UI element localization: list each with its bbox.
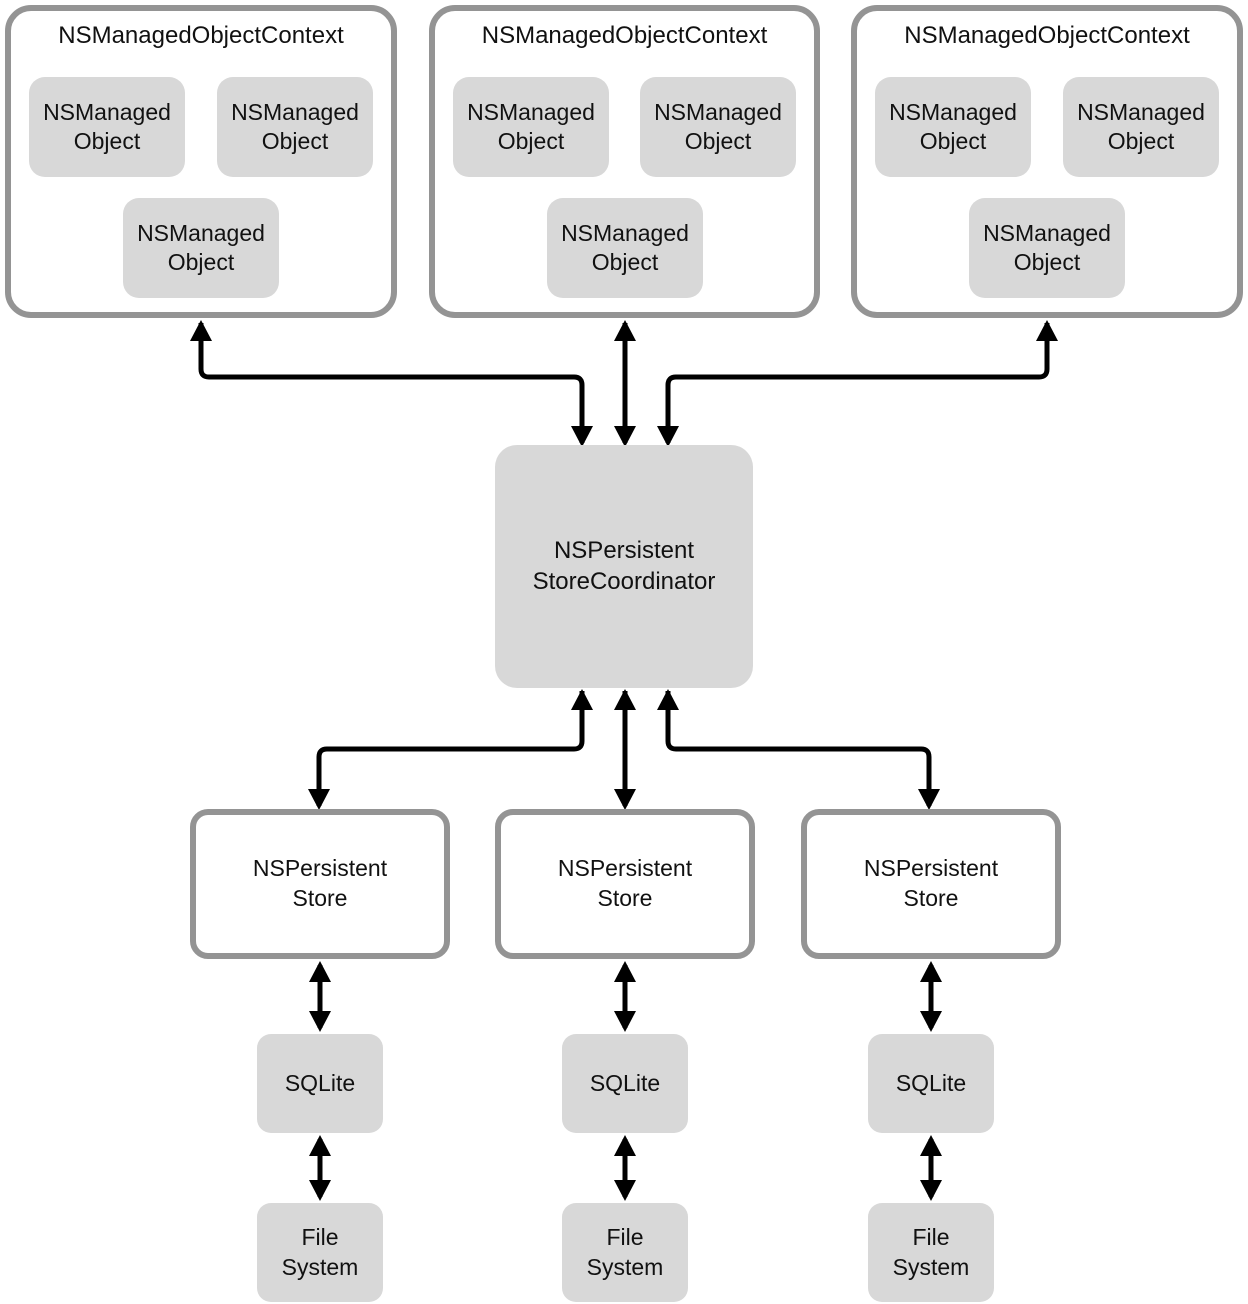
managed-object-box: NSManaged Object xyxy=(453,77,609,177)
sqlite-box-2: SQLite xyxy=(562,1034,688,1133)
file-system-box-1: File System xyxy=(257,1203,383,1302)
managed-object-box: NSManaged Object xyxy=(29,77,185,177)
managed-object-context-2: NSManagedObjectContext NSManaged Object … xyxy=(429,5,820,318)
arrowheads xyxy=(190,320,1058,1201)
persistent-store-box-3: NSPersistent Store xyxy=(801,809,1061,959)
file-system-box-2: File System xyxy=(562,1203,688,1302)
file-system-label: File System xyxy=(281,1223,359,1280)
managed-object-box: NSManaged Object xyxy=(123,198,279,298)
managed-object-label: NSManaged Object xyxy=(983,220,1111,275)
sqlite-label: SQLite xyxy=(589,1069,661,1096)
context-title: NSManagedObjectContext xyxy=(481,22,768,49)
managed-object-box: NSManaged Object xyxy=(969,198,1125,298)
file-system-label: File System xyxy=(586,1223,664,1280)
sqlite-box-3: SQLite xyxy=(868,1034,994,1133)
file-system-box-3: File System xyxy=(868,1203,994,1302)
managed-object-label: NSManaged Object xyxy=(654,99,782,154)
file-system-label: File System xyxy=(892,1223,970,1280)
managed-object-box: NSManaged Object xyxy=(217,77,373,177)
coordinator-label: NSPersistent StoreCoordinator xyxy=(532,536,716,595)
managed-object-label: NSManaged Object xyxy=(231,99,359,154)
persistent-store-box-1: NSPersistent Store xyxy=(190,809,450,959)
managed-object-label: NSManaged Object xyxy=(43,99,171,154)
managed-object-box: NSManaged Object xyxy=(640,77,796,177)
store-label: NSPersistent Store xyxy=(863,855,999,911)
managed-object-box: NSManaged Object xyxy=(547,198,703,298)
managed-object-box: NSManaged Object xyxy=(1063,77,1219,177)
managed-object-label: NSManaged Object xyxy=(1077,99,1205,154)
sqlite-label: SQLite xyxy=(895,1069,967,1096)
managed-object-box: NSManaged Object xyxy=(875,77,1031,177)
connector-coordinator-store3 xyxy=(665,691,932,806)
store-label: NSPersistent Store xyxy=(252,855,388,911)
managed-object-context-3: NSManagedObjectContext NSManaged Object … xyxy=(851,5,1243,318)
managed-object-label: NSManaged Object xyxy=(561,220,689,275)
connector-coordinator-store1 xyxy=(316,691,585,806)
sqlite-label: SQLite xyxy=(284,1069,356,1096)
connector-context1-coordinator xyxy=(198,323,585,443)
context-title: NSManagedObjectContext xyxy=(904,22,1190,49)
sqlite-box-1: SQLite xyxy=(257,1034,383,1133)
managed-object-label: NSManaged Object xyxy=(889,99,1017,154)
persistent-store-coordinator-box: NSPersistent StoreCoordinator xyxy=(495,445,753,688)
store-label: NSPersistent Store xyxy=(557,855,693,911)
managed-object-label: NSManaged Object xyxy=(467,99,595,154)
managed-object-label: NSManaged Object xyxy=(137,220,265,275)
context-title: NSManagedObjectContext xyxy=(58,22,344,49)
managed-object-context-1: NSManagedObjectContext NSManaged Object … xyxy=(5,5,397,318)
connector-context3-coordinator xyxy=(665,323,1050,443)
persistent-store-box-2: NSPersistent Store xyxy=(495,809,755,959)
